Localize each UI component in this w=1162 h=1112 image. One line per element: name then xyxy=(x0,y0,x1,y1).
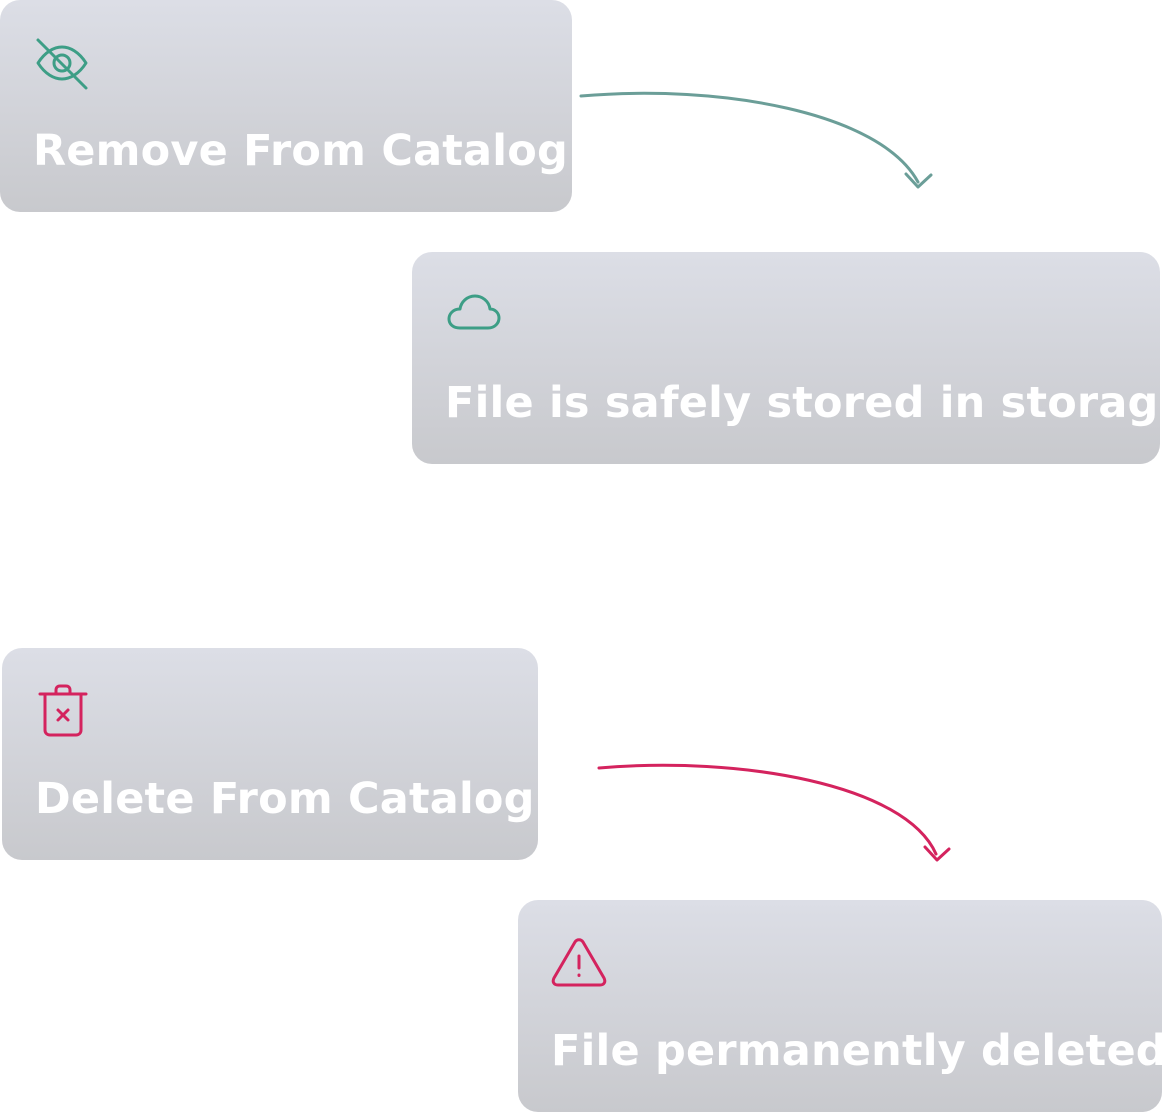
card-label: Delete From Catalog xyxy=(35,774,535,824)
trash-x-icon xyxy=(34,682,506,740)
cloud-icon xyxy=(444,286,1128,344)
card-delete-from-catalog[interactable]: Delete From Catalog xyxy=(2,648,538,860)
card-file-stored[interactable]: File is safely stored in storage xyxy=(412,252,1162,464)
card-label: File is safely stored in storage xyxy=(445,378,1162,428)
card-label: Remove From Catalog xyxy=(33,126,568,176)
arrow-delete-to-deleted xyxy=(597,763,951,862)
eye-off-icon xyxy=(32,34,540,92)
card-label: File permanently deleted xyxy=(551,1026,1162,1076)
alert-triangle-icon xyxy=(550,934,1130,992)
card-file-deleted[interactable]: File permanently deleted xyxy=(518,900,1162,1112)
card-remove-from-catalog[interactable]: Remove From Catalog xyxy=(0,0,572,212)
arrow-remove-to-stored xyxy=(579,91,933,189)
